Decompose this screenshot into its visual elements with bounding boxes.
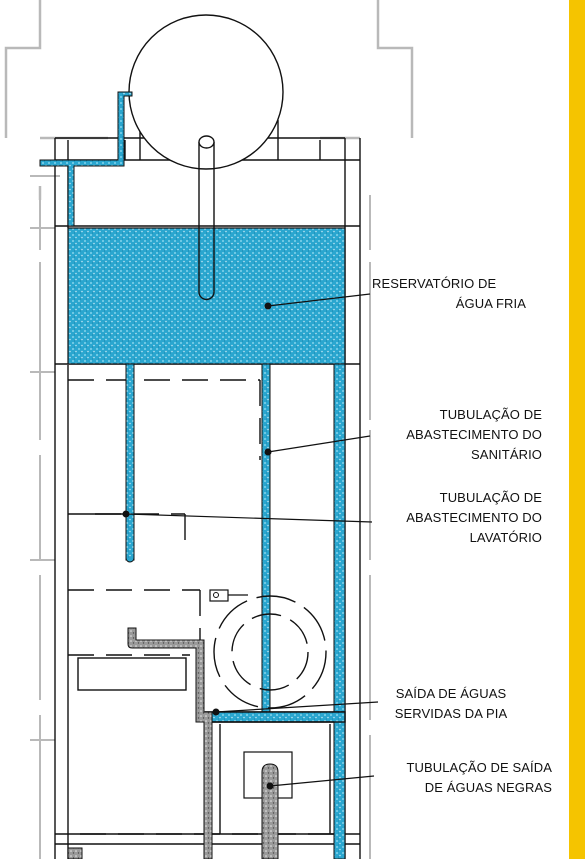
incoming-supply-pipe (39, 91, 133, 227)
label-black-water-line2: DE ÁGUAS NEGRAS (424, 780, 552, 795)
leader-lines (125, 293, 379, 787)
label-reservoir: RESERVATÓRIO DE ÁGUA FRIA (372, 274, 526, 314)
label-sink-supply-line2: ABASTECIMENTO DO (406, 510, 542, 525)
leader-dots (122, 302, 274, 790)
label-black-water-line1: TUBULAÇÃO DE SAÍDA (406, 760, 552, 775)
label-sink-drain: SAÍDA DE ÁGUAS SERVIDAS DA PIA (376, 684, 526, 724)
toilet-valve-knob (213, 592, 219, 598)
toilet-supply-pipe (261, 363, 271, 717)
toilet-valve (209, 589, 229, 602)
label-toilet-supply: TUBULAÇÃO DE ABASTECIMENTO DO SANITÁRIO (362, 405, 542, 465)
black-water-pipe (261, 763, 279, 859)
reservoir-inlet (198, 228, 215, 301)
label-sink-drain-line2: SERVIDAS DA PIA (394, 706, 508, 721)
sink-supply-pipe-end (125, 557, 135, 563)
floor-drain (67, 847, 83, 859)
label-sink-supply: TUBULAÇÃO DE ABASTECIMENTO DO LAVATÓRIO (362, 488, 542, 548)
label-black-water: TUBULAÇÃO DE SAÍDA DE ÁGUAS NEGRAS (374, 758, 552, 798)
label-toilet-supply-line3: SANITÁRIO (471, 447, 542, 462)
label-toilet-supply-line1: TUBULAÇÃO DE (439, 407, 542, 422)
cabinet-outline (77, 657, 187, 691)
label-sink-supply-line1: TUBULAÇÃO DE (439, 490, 542, 505)
label-reservoir-line1: RESERVATÓRIO DE (372, 276, 497, 291)
label-reservoir-line2: ÁGUA FRIA (455, 296, 526, 311)
toilet-bowl (213, 595, 327, 709)
reservoir-water (67, 227, 346, 365)
accent-bar (569, 0, 585, 859)
vent-pipe (333, 363, 346, 859)
sink-drain-pipe (127, 627, 213, 859)
label-toilet-supply-line2: ABASTECIMENTO DO (406, 427, 542, 442)
sink-supply-pipe (125, 363, 135, 561)
label-sink-drain-line1: SAÍDA DE ÁGUAS (395, 686, 507, 701)
label-sink-supply-line3: LAVATÓRIO (469, 530, 542, 545)
